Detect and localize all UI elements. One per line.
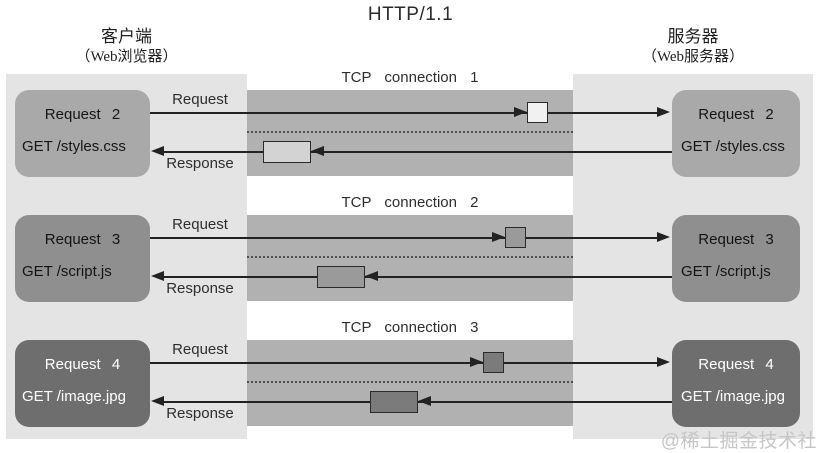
request-arrowhead-icon xyxy=(657,357,670,367)
server-name: 服务器 xyxy=(667,27,719,46)
server-request-box: Request 2 GET /styles.css xyxy=(672,90,800,177)
request-label: Request xyxy=(172,341,228,358)
connection-row-1: TCP connection 1 Request Response Reques… xyxy=(0,69,821,177)
response-arrowhead-icon xyxy=(418,396,431,406)
request-label: Request xyxy=(172,91,228,108)
response-label: Response xyxy=(166,155,234,172)
client-request-box: Request 3 GET /script.js xyxy=(15,215,150,302)
client-request-box: Request 2 GET /styles.css xyxy=(15,90,150,177)
request-arrowhead-icon xyxy=(470,357,483,367)
client-header: 客户端 （Web浏览器） xyxy=(6,27,247,66)
response-packet xyxy=(317,266,365,288)
request-line xyxy=(150,362,657,364)
request-arrowhead-icon xyxy=(514,107,527,117)
request-box-title: Request 2 xyxy=(44,106,121,123)
request-packet xyxy=(505,227,526,248)
client-subtitle: （Web浏览器） xyxy=(75,48,178,65)
connection-row-2: TCP connection 2 Request Response Reques… xyxy=(0,194,821,302)
response-arrowhead-icon xyxy=(151,396,164,406)
server-request-box: Request 4 GET /image.jpg xyxy=(672,340,800,427)
response-packet xyxy=(263,141,311,163)
tcp-connection-label: TCP connection 1 xyxy=(341,69,479,86)
request-box-title: Request 4 xyxy=(698,356,774,373)
response-arrowhead-icon xyxy=(311,146,324,156)
response-packet xyxy=(370,391,418,413)
watermark: @稀土掘金技术社区 xyxy=(660,431,817,452)
client-request-box: Request 4 GET /image.jpg xyxy=(15,340,150,427)
request-box-title: Request 2 xyxy=(698,106,774,123)
client-name: 客户端 xyxy=(101,27,152,46)
server-subtitle: （Web服务器） xyxy=(641,48,745,65)
server-request-box: Request 3 GET /script.js xyxy=(672,215,800,302)
request-box-title: Request 3 xyxy=(44,231,121,248)
connection-divider-line xyxy=(247,256,573,258)
request-line xyxy=(150,237,657,239)
request-arrowhead-icon xyxy=(657,232,670,242)
response-arrowhead-icon xyxy=(151,146,164,156)
request-box-detail: GET /image.jpg xyxy=(22,388,126,405)
request-box-title: Request 3 xyxy=(698,231,774,248)
request-label: Request xyxy=(172,216,228,233)
tcp-connection-band xyxy=(247,340,573,426)
request-arrowhead-icon xyxy=(657,107,670,117)
diagram-title: HTTP/1.1 xyxy=(367,4,454,25)
tcp-connection-label: TCP connection 2 xyxy=(341,194,479,211)
request-box-detail: GET /script.js xyxy=(22,263,112,280)
request-box-detail: GET /image.jpg xyxy=(681,388,785,405)
connection-divider-line xyxy=(247,131,573,133)
request-box-detail: GET /styles.css xyxy=(681,138,785,155)
response-line xyxy=(158,276,672,278)
connection-row-3: TCP connection 3 Request Response Reques… xyxy=(0,319,821,427)
response-line xyxy=(158,151,672,153)
response-arrowhead-icon xyxy=(365,271,378,281)
request-arrowhead-icon xyxy=(492,232,505,242)
connection-divider-line xyxy=(247,381,573,383)
response-label: Response xyxy=(166,405,234,422)
response-arrowhead-icon xyxy=(151,271,164,281)
request-line xyxy=(150,112,657,114)
request-box-detail: GET /styles.css xyxy=(22,138,126,155)
request-packet xyxy=(483,352,504,373)
response-label: Response xyxy=(166,280,234,297)
tcp-connection-label: TCP connection 3 xyxy=(341,319,479,336)
request-box-title: Request 4 xyxy=(44,356,121,373)
request-box-detail: GET /script.js xyxy=(681,263,771,280)
tcp-connection-band xyxy=(247,90,573,176)
request-packet xyxy=(527,102,548,123)
server-header: 服务器 （Web服务器） xyxy=(573,27,813,66)
